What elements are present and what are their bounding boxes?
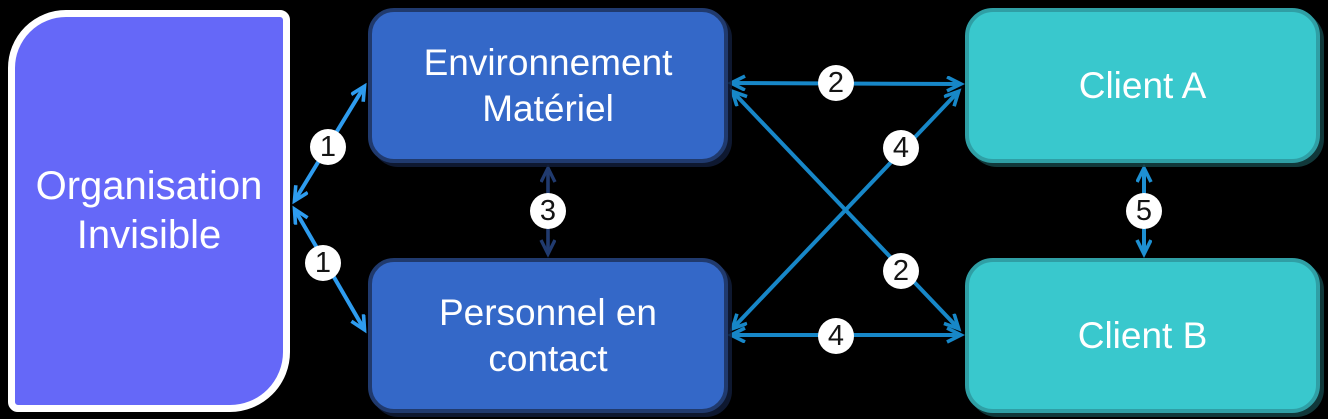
connector-badge-2-client-a: 2 bbox=[818, 65, 854, 101]
node-client-a-label: Client A bbox=[1078, 64, 1207, 106]
badge-number: 4 bbox=[892, 131, 910, 164]
connector-badge-4-client-b: 4 bbox=[818, 318, 854, 354]
node-environnement-materiel: Environnement Matériel bbox=[368, 8, 728, 163]
connector-badge-5: 5 bbox=[1126, 193, 1162, 229]
connector-badge-2-client-b: 2 bbox=[883, 253, 919, 289]
connector-badge-1-per: 1 bbox=[305, 245, 341, 281]
node-organisation-invisible-label: Organisation Invisible bbox=[35, 164, 263, 257]
connector-badge-4-client-a: 4 bbox=[883, 130, 919, 166]
badge-number: 2 bbox=[892, 254, 910, 287]
node-client-b: Client B bbox=[965, 258, 1320, 413]
node-personnel-en-contact: Personnel en contact bbox=[368, 258, 728, 413]
connector-badge-1-env: 1 bbox=[310, 129, 346, 165]
badge-number: 2 bbox=[827, 66, 845, 99]
badge-number: 3 bbox=[539, 194, 557, 227]
badge-number: 4 bbox=[827, 319, 845, 352]
badge-number: 5 bbox=[1135, 194, 1153, 227]
node-personnel-en-contact-label: Personnel en contact bbox=[438, 292, 658, 379]
node-client-b-label: Client B bbox=[1077, 314, 1208, 356]
connector-badge-3: 3 bbox=[530, 193, 566, 229]
badge-number: 1 bbox=[314, 246, 332, 279]
badge-number: 1 bbox=[319, 130, 337, 163]
node-organisation-invisible: Organisation Invisible bbox=[8, 10, 290, 412]
node-client-a: Client A bbox=[965, 8, 1320, 163]
node-environnement-materiel-label: Environnement Matériel bbox=[423, 42, 673, 129]
